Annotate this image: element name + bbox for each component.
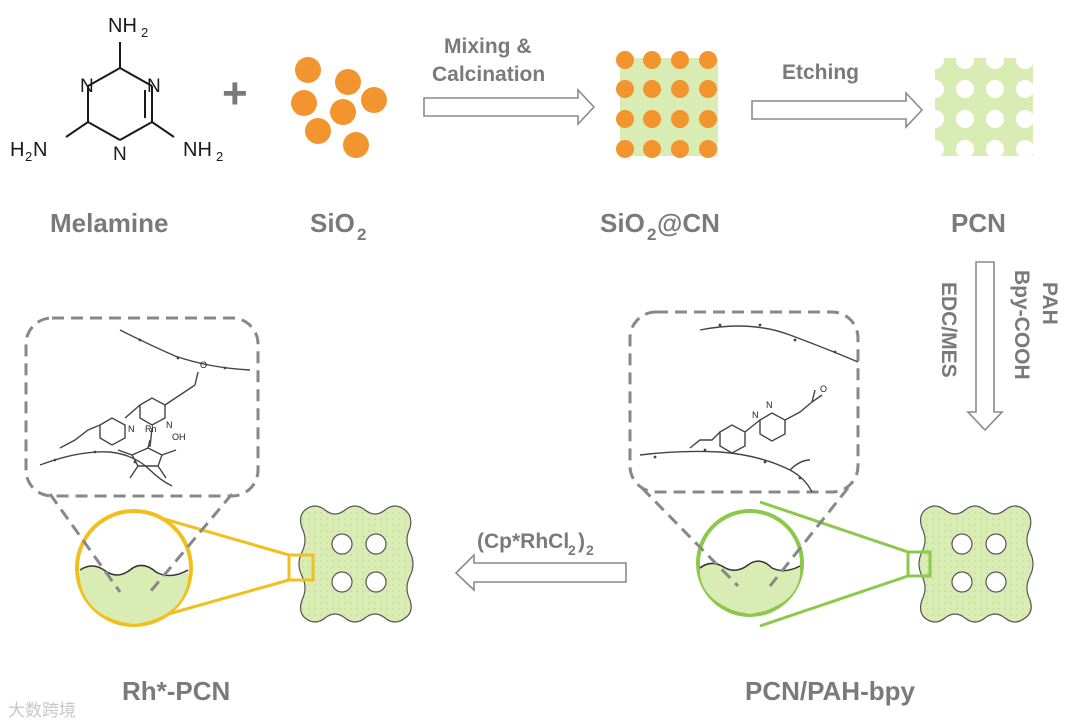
- zoom-box-bpy: [628, 310, 860, 588]
- rh-n2: N: [166, 420, 173, 430]
- step1-line1: Mixing &: [444, 35, 532, 58]
- rh-oh2: OH: [172, 432, 186, 442]
- melamine-ring-n1: N: [80, 76, 94, 97]
- bpy-o: O: [820, 384, 827, 394]
- arrow-etching: [751, 90, 924, 130]
- melamine-nh2-left-sub: 2: [25, 149, 32, 164]
- sio2cn-label-sub: 2: [647, 225, 656, 244]
- zoom-lines-green: [759, 500, 909, 628]
- plus-sign: +: [222, 69, 248, 118]
- melamine-nh2-right: NH: [183, 139, 212, 161]
- pcn-pah-bpy-block: [906, 505, 1034, 623]
- bpy-molecule: [639, 325, 859, 493]
- rh-complex-dots: [53, 338, 227, 464]
- pcn-block: [926, 51, 1034, 158]
- arrow-rh-loading: [454, 553, 627, 592]
- watermark: 大数跨境: [8, 701, 76, 721]
- melamine-nh2-left-n: N: [33, 139, 47, 161]
- pcn-pah-bpy-label: PCN/PAH-bpy: [745, 676, 916, 706]
- arrow-grafting: [966, 261, 1004, 432]
- bpy-n1: N: [752, 410, 759, 420]
- step4-label-b: ): [578, 530, 585, 553]
- melamine-ring-n2: N: [147, 76, 161, 97]
- step4-label-a: (Cp*RhCl: [477, 530, 569, 553]
- zoom-box-rh: [24, 316, 260, 593]
- step3-line2: Bpy-COOH: [1010, 270, 1033, 380]
- magnifier-yellow: [75, 509, 193, 627]
- pcn-label: PCN: [951, 208, 1006, 238]
- arrow-mixing: [423, 87, 596, 127]
- rh-n1: N: [128, 424, 135, 434]
- sio2-label: SiO: [310, 208, 355, 238]
- melamine-nh2-top: NH: [108, 15, 137, 37]
- sio2cn-block: [616, 51, 718, 158]
- sio2cn-label-b: @CN: [657, 208, 720, 238]
- rh-pcn-block: [287, 505, 414, 623]
- melamine-structure: [65, 42, 175, 141]
- rh-pcn-label: Rh*-PCN: [122, 676, 230, 706]
- melamine-label: Melamine: [50, 208, 169, 238]
- step3-line3: EDC/MES: [937, 282, 960, 378]
- step1-line2: Calcination: [432, 63, 545, 86]
- melamine-nh2-right-sub: 2: [216, 149, 223, 164]
- melamine-nh2-top-sub: 2: [141, 25, 148, 40]
- sio2-spheres: [291, 57, 387, 158]
- step4-sub2: 2: [586, 542, 594, 558]
- melamine-ring-n3: N: [113, 144, 127, 165]
- step3-line1: PAH: [1038, 282, 1061, 325]
- step4-sub: 2: [568, 542, 576, 558]
- rh-o: O: [200, 360, 207, 370]
- sio2cn-label-a: SiO: [600, 208, 645, 238]
- bpy-n2: N: [766, 400, 773, 410]
- rh-atom: Rh: [145, 424, 157, 434]
- rh-complex-molecule: [39, 329, 251, 487]
- bpy-molecule-dots: [653, 323, 837, 480]
- step2-label: Etching: [782, 61, 859, 84]
- melamine-nh2-left: H: [10, 139, 24, 161]
- sio2-label-sub: 2: [357, 225, 366, 244]
